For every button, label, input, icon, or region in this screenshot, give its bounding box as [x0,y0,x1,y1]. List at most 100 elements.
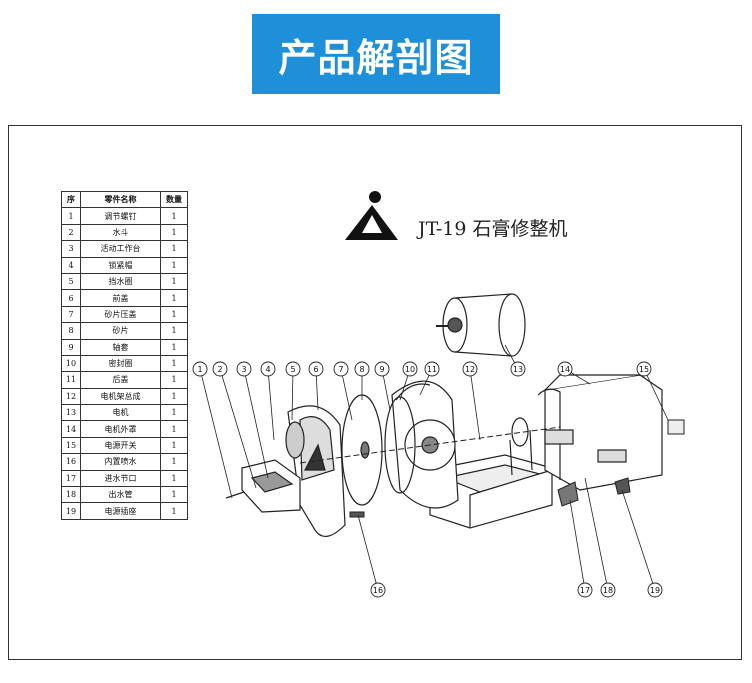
motor-cover [537,374,663,491]
assembly-axis [299,426,561,464]
grinding-disc [341,394,383,506]
callout-marker: 5 [285,361,301,377]
callout-number: 5 [290,365,295,374]
back-cover [391,380,459,509]
brand-logo [345,191,398,240]
callout-leader [340,368,353,421]
motor [436,293,526,357]
callout-circle [354,361,370,377]
callout-marker: 10 [402,361,418,377]
callout-number: 6 [313,365,318,374]
cell-quantity: 1 [160,502,188,520]
callout-leader [469,368,481,441]
callout-circle [285,361,301,377]
callout-leader [267,368,275,441]
callout-marker: 15 [636,361,652,377]
callout-circle [557,361,573,377]
callout-number: 1 [197,365,202,374]
callout-marker: 17 [577,582,593,598]
callout-circle [212,361,228,377]
callout-marker: 11 [424,361,440,377]
callout-marker: 8 [354,361,370,377]
banner-title: 产品解剖图 [252,14,500,94]
callout-leader [569,499,586,591]
callout-number: 11 [427,365,437,374]
callout-number: 10 [405,365,415,374]
callout-marker: 14 [557,361,573,377]
callout-marker: 12 [462,361,478,377]
callout-leader [643,368,669,421]
callout-circle [402,361,418,377]
callout-circle [236,361,252,377]
callout-leader [243,368,269,479]
adjustable-worktable [225,459,301,513]
callout-leader [291,368,294,421]
callout-marker: 18 [600,582,616,598]
callout-marker: 2 [212,361,228,377]
callout-number: 15 [639,365,649,374]
callout-leader [199,368,233,499]
callout-marker: 13 [510,361,526,377]
power-switch [667,419,685,435]
callout-circle [333,361,349,377]
motor-frame [429,417,553,529]
callout-marker: 1 [192,361,208,377]
callout-number: 16 [373,586,383,595]
callout-circle [647,582,663,598]
callout-marker: 7 [333,361,349,377]
callout-marker: 3 [236,361,252,377]
callout-leader [621,489,656,591]
callout-number: 3 [241,365,246,374]
cell-part-name: 电源插座 [80,502,161,520]
built-in-spray [349,511,365,518]
callout-number: 19 [650,586,660,595]
cell-quantity: 1 [160,420,188,438]
cell-index: 19 [61,502,81,520]
callout-circle [462,361,478,377]
callout-marker: 9 [374,361,390,377]
callout-number: 18 [603,586,613,595]
parts-table-header: 序 零件名称 数量 [61,190,188,209]
callout-number: 7 [338,365,343,374]
callout-marker: 6 [308,361,324,377]
callout-leader [219,368,257,489]
callout-leader [584,477,609,591]
callout-number: 4 [265,365,270,374]
cell-quantity: 1 [160,453,188,471]
callout-circle [424,361,440,377]
callout-circle [370,582,386,598]
callout-circle [260,361,276,377]
callout-circle [308,361,324,377]
callout-number: 2 [217,365,222,374]
callout-number: 9 [379,365,384,374]
callout-marker: 16 [370,582,386,598]
callout-leader [357,514,379,591]
callout-circle [374,361,390,377]
callout-circle [577,582,593,598]
power-socket [614,477,631,495]
callout-number: 14 [560,365,570,374]
seal-ring [384,396,416,494]
callout-circle [510,361,526,377]
callout-circle [192,361,208,377]
water-inlet [557,481,579,507]
callout-number: 8 [359,365,364,374]
callout-number: 13 [513,365,523,374]
diagram-title: JT-19 石膏修整机 [418,218,568,240]
callout-circle [600,582,616,598]
callout-number: 17 [580,586,590,595]
callout-marker: 4 [260,361,276,377]
